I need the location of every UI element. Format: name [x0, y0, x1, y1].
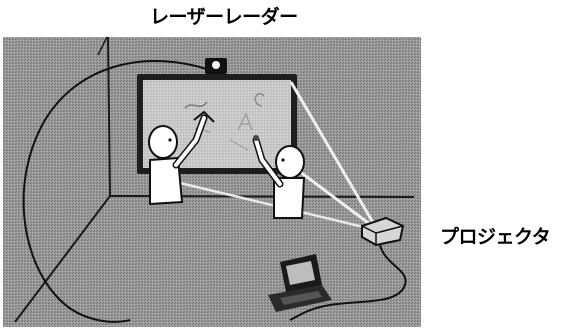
- projector: [361, 216, 405, 247]
- laser-radar-cable: [22, 60, 211, 323]
- handheld-device: [268, 254, 332, 312]
- person-left: [148, 110, 215, 206]
- projector-label: プロジェクタ: [440, 226, 551, 248]
- laser-radar-label: レーザーレーダー: [150, 6, 298, 28]
- laser-radar-device: [205, 58, 227, 74]
- floor-corner-edge: [14, 195, 111, 323]
- projector-cable: [289, 244, 407, 321]
- person-right: [252, 135, 306, 219]
